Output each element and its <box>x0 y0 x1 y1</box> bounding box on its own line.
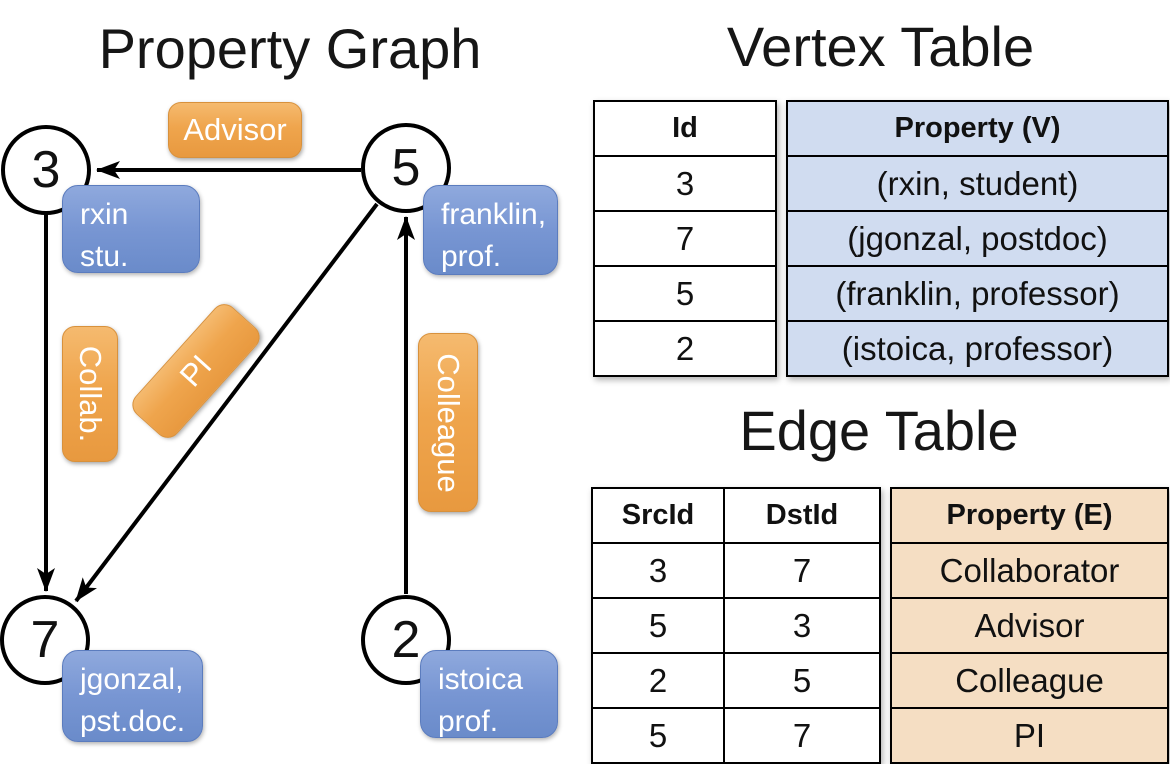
vertex-property-box-2: istoica prof. <box>420 650 558 738</box>
vertex-node-7-id: 7 <box>30 611 60 669</box>
vertex-property-box-7-line2: pst.doc. <box>80 705 186 738</box>
vertex-table-id-header: Id <box>593 100 777 157</box>
vertex-table-property-column: Property (V) (rxin, student) (jgonzal, p… <box>786 100 1169 377</box>
vertex-row-2-id: 5 <box>593 265 777 322</box>
edge-row-1-src: 5 <box>591 597 725 654</box>
edge-row-0-dst: 7 <box>723 542 881 599</box>
vertex-node-2: 2 <box>361 595 451 685</box>
vertex-node-3-id: 3 <box>31 141 61 199</box>
vertex-row-3-id: 2 <box>593 320 777 377</box>
edge-label-advisor-text: Advisor <box>183 112 287 147</box>
edge-5-to-7-pi <box>74 202 379 603</box>
edge-row-3-src: 5 <box>591 707 725 764</box>
vertex-node-5-id: 5 <box>391 139 421 197</box>
edge-row-1-dst: 3 <box>723 597 881 654</box>
edge-row-3-dst: 7 <box>723 707 881 764</box>
vertex-table-title: Vertex Table <box>726 15 1035 78</box>
property-graph-title: Property Graph <box>98 17 482 80</box>
edge-label-colleague: Colleague <box>418 333 478 512</box>
edge-label-collab-text: Collab. <box>73 345 108 443</box>
edge-label-collab: Collab. <box>62 326 118 462</box>
vertex-node-2-id: 2 <box>391 611 421 669</box>
edge-table: SrcId DstId 3 7 5 3 2 5 5 7 Property (E)… <box>591 487 1169 764</box>
vertex-property-box-5: franklin, prof. <box>423 185 558 275</box>
edge-row-2-src: 2 <box>591 652 725 709</box>
edge-row-3-property: PI <box>890 707 1169 764</box>
vertex-property-box-5-line1: franklin, <box>441 198 547 231</box>
edge-row-0-src: 3 <box>591 542 725 599</box>
vertex-row-0-id: 3 <box>593 155 777 212</box>
edge-label-pi-text: PI <box>172 348 219 394</box>
edge-label-colleague-text: Colleague <box>431 352 466 493</box>
vertex-table-id-column: Id 3 7 5 2 <box>593 100 777 377</box>
edge-label-advisor: Advisor <box>168 102 302 158</box>
vertex-property-box-3-line1: rxin <box>80 198 129 231</box>
edge-table-property-header: Property (E) <box>890 487 1169 544</box>
edge-table-srcid-header: SrcId <box>591 487 725 544</box>
vertex-row-3-property: (istoica, professor) <box>786 320 1169 377</box>
graph-edges-layer <box>37 161 415 603</box>
edge-table-id-columns: SrcId DstId 3 7 5 3 2 5 5 7 <box>591 487 881 764</box>
vertex-property-box-7: jgonzal, pst.doc. <box>62 650 203 742</box>
vertex-property-box-7-line1: jgonzal, <box>80 663 184 696</box>
edge-row-2-dst: 5 <box>723 652 881 709</box>
vertex-property-box-2-line1: istoica <box>438 663 524 696</box>
edge-row-2-property: Colleague <box>890 652 1169 709</box>
edge-table-dstid-header: DstId <box>723 487 881 544</box>
vertex-property-box-2-line2: prof. <box>438 705 499 738</box>
vertex-node-5: 5 <box>361 123 451 213</box>
vertex-row-0-property: (rxin, student) <box>786 155 1169 212</box>
vertex-table-property-header: Property (V) <box>786 100 1169 157</box>
vertex-row-1-property: (jgonzal, postdoc) <box>786 210 1169 267</box>
vertex-table: Id 3 7 5 2 Property (V) (rxin, student) … <box>593 100 1169 377</box>
edge-row-0-property: Collaborator <box>890 542 1169 599</box>
edge-row-1-property: Advisor <box>890 597 1169 654</box>
vertex-row-2-property: (franklin, professor) <box>786 265 1169 322</box>
edge-table-title: Edge Table <box>739 399 1019 462</box>
vertex-property-box-5-line2: prof. <box>441 240 502 273</box>
vertex-property-box-3: rxin stu. <box>62 185 200 273</box>
vertex-property-box-3-line2: stu. <box>80 240 129 273</box>
edge-table-property-column: Property (E) Collaborator Advisor Collea… <box>890 487 1169 764</box>
vertex-row-1-id: 7 <box>593 210 777 267</box>
